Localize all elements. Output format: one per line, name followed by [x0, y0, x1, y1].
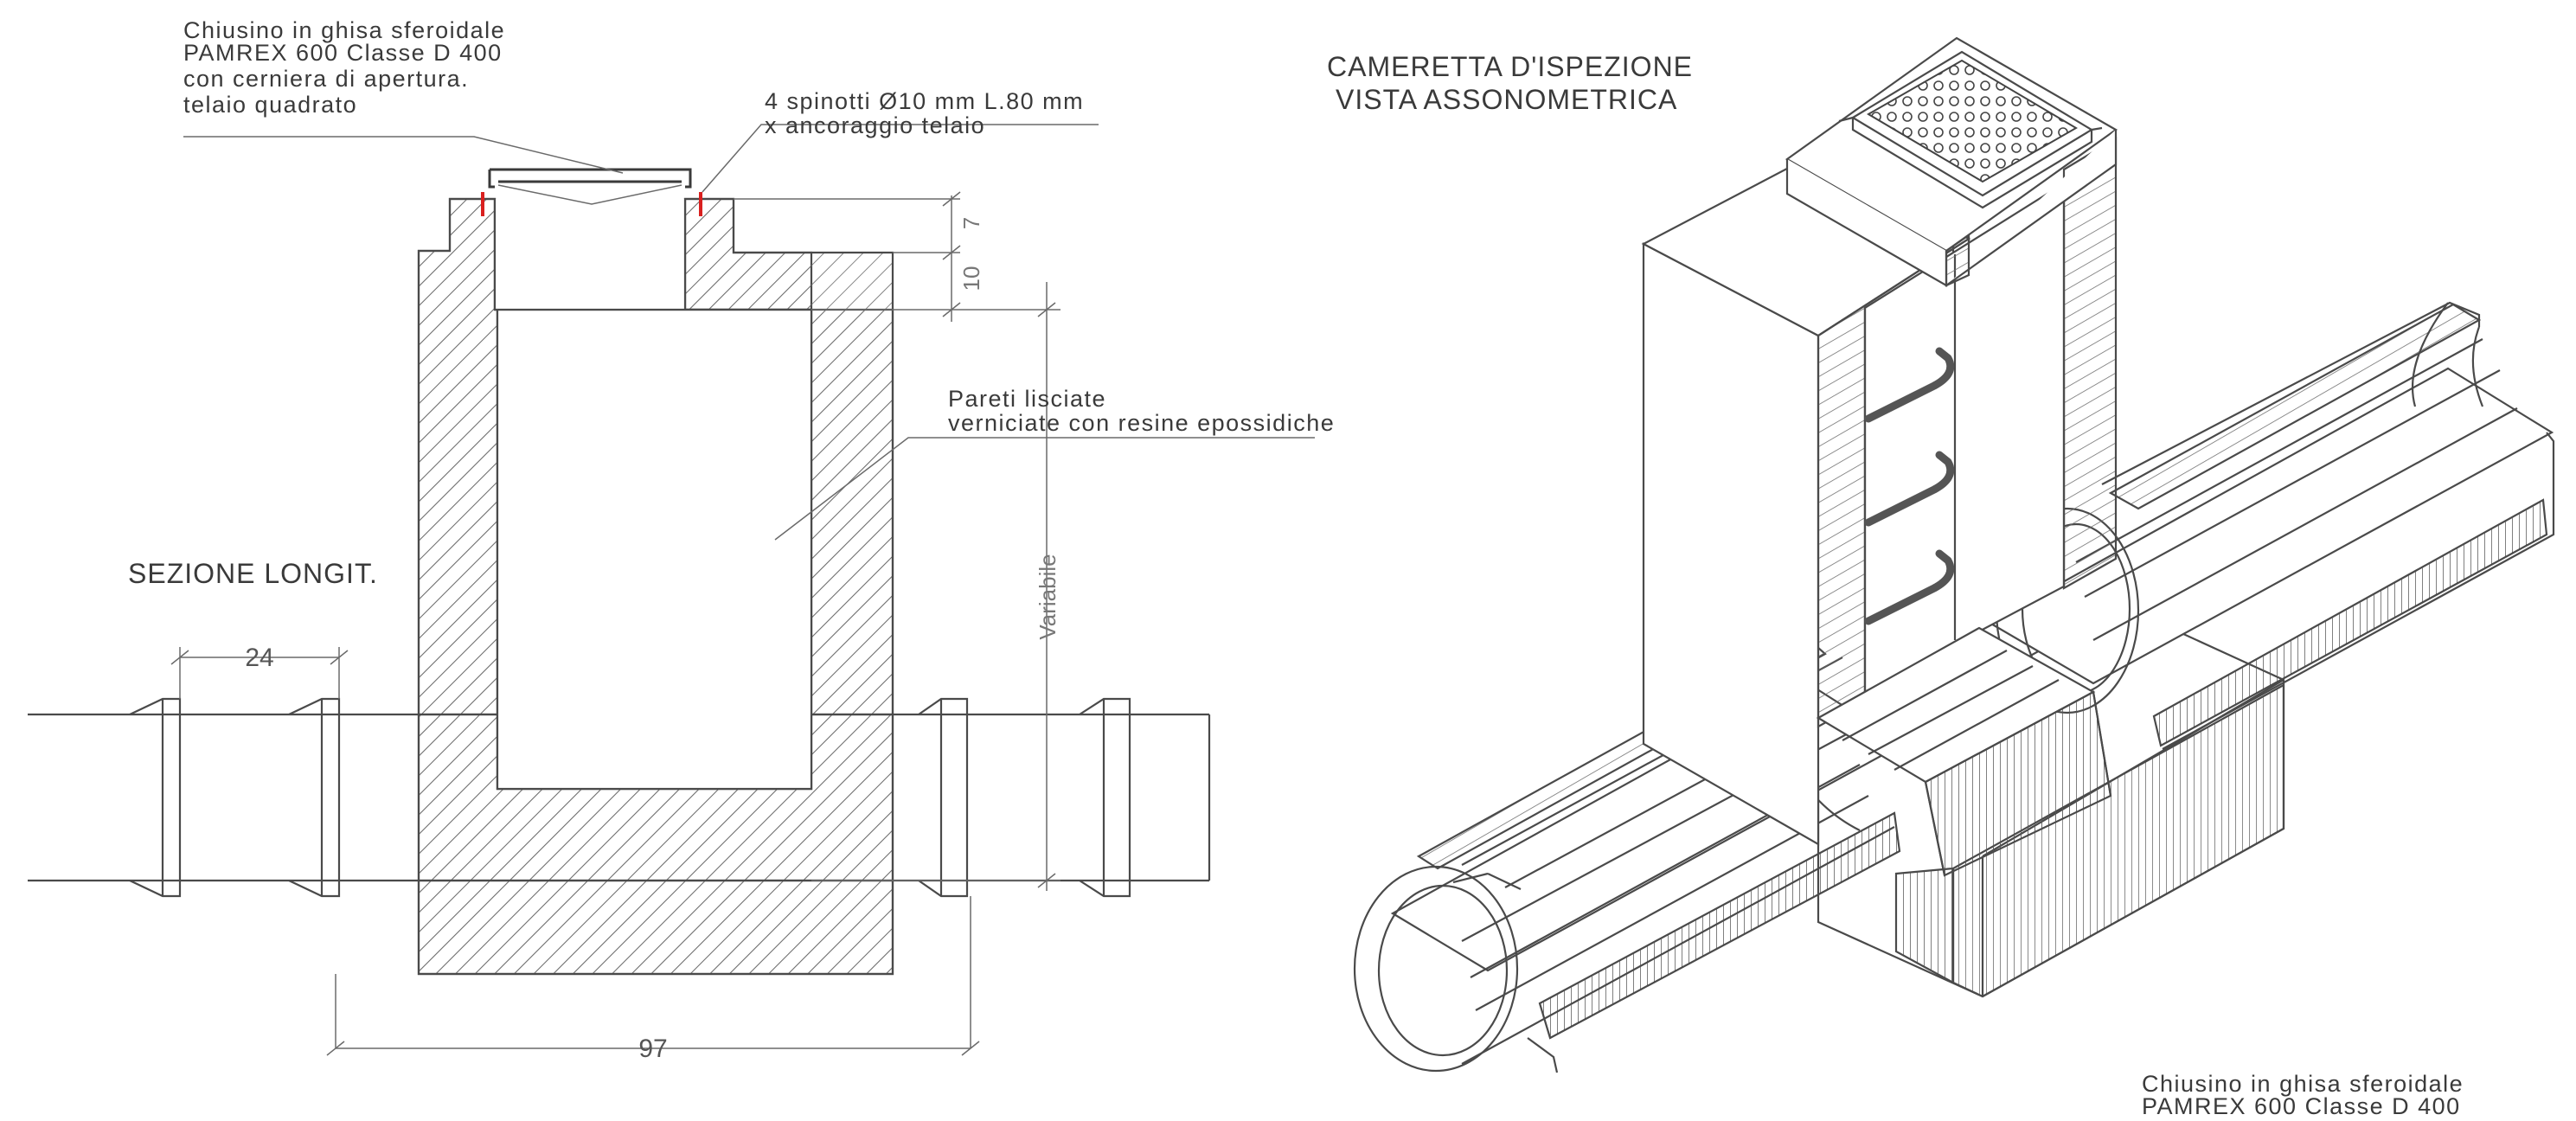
- axonometric-view: CAMERETTA D'ISPEZIONE VISTA ASSONOMETRIC…: [1327, 36, 2555, 1119]
- dim-24: 24: [245, 644, 273, 672]
- iso-pipe-right: [1987, 301, 2555, 750]
- axonometric-cover-note: Chiusino in ghisa sferoidale PAMREX 600 …: [2142, 1071, 2464, 1119]
- walls-note: Pareti lisciate verniciate con resine ep…: [948, 386, 1335, 436]
- dim-97: 97: [638, 1035, 667, 1063]
- svg-text:telaio quadrato: telaio quadrato: [183, 92, 357, 118]
- svg-text:Pareti lisciate: Pareti lisciate: [948, 386, 1106, 412]
- ladder-rungs: [1864, 347, 1955, 625]
- dim-7: 7: [958, 217, 984, 229]
- svg-text:PAMREX 600 Classe D 400: PAMREX 600 Classe D 400: [2142, 1093, 2461, 1119]
- longitudinal-section: 24 97 7 10 Variabile SEZIONE LONGIT. Chi…: [28, 17, 1335, 1063]
- section-cover-note: Chiusino in ghisa sferoidale PAMREX 600 …: [183, 17, 505, 118]
- svg-text:PAMREX 600 Classe D 400: PAMREX 600 Classe D 400: [183, 40, 503, 66]
- chamber-walls: [417, 197, 894, 976]
- svg-text:x ancoraggio telaio: x ancoraggio telaio: [765, 112, 985, 138]
- svg-text:Chiusino in ghisa sferoidale: Chiusino in ghisa sferoidale: [2142, 1071, 2464, 1097]
- section-dimensions: 24 97 7 10 Variabile: [170, 191, 1061, 1063]
- svg-text:CAMERETTA D'ISPEZIONE: CAMERETTA D'ISPEZIONE: [1327, 51, 1693, 82]
- svg-text:VISTA ASSONOMETRICA: VISTA ASSONOMETRICA: [1336, 84, 1677, 115]
- manhole-cover: [481, 168, 702, 216]
- svg-text:Chiusino in ghisa sferoidale: Chiusino in ghisa sferoidale: [183, 17, 505, 43]
- section-title: SEZIONE LONGIT.: [128, 558, 378, 589]
- svg-text:verniciate con resine epossidi: verniciate con resine epossidiche: [948, 410, 1335, 436]
- svg-text:con cerniera di apertura.: con cerniera di apertura.: [183, 66, 469, 92]
- iso-channel: [1816, 626, 2112, 877]
- axonometric-title: CAMERETTA D'ISPEZIONE VISTA ASSONOMETRIC…: [1327, 51, 1693, 115]
- dim-variabile: Variabile: [1035, 554, 1061, 639]
- pins-note: 4 spinotti Ø10 mm L.80 mm x ancoraggio t…: [765, 88, 1084, 138]
- svg-text:4 spinotti Ø10 mm L.80 mm: 4 spinotti Ø10 mm L.80 mm: [765, 88, 1084, 114]
- dim-10: 10: [958, 266, 984, 291]
- iso-chamber: [1641, 36, 2118, 846]
- section-leaders: [183, 124, 1315, 541]
